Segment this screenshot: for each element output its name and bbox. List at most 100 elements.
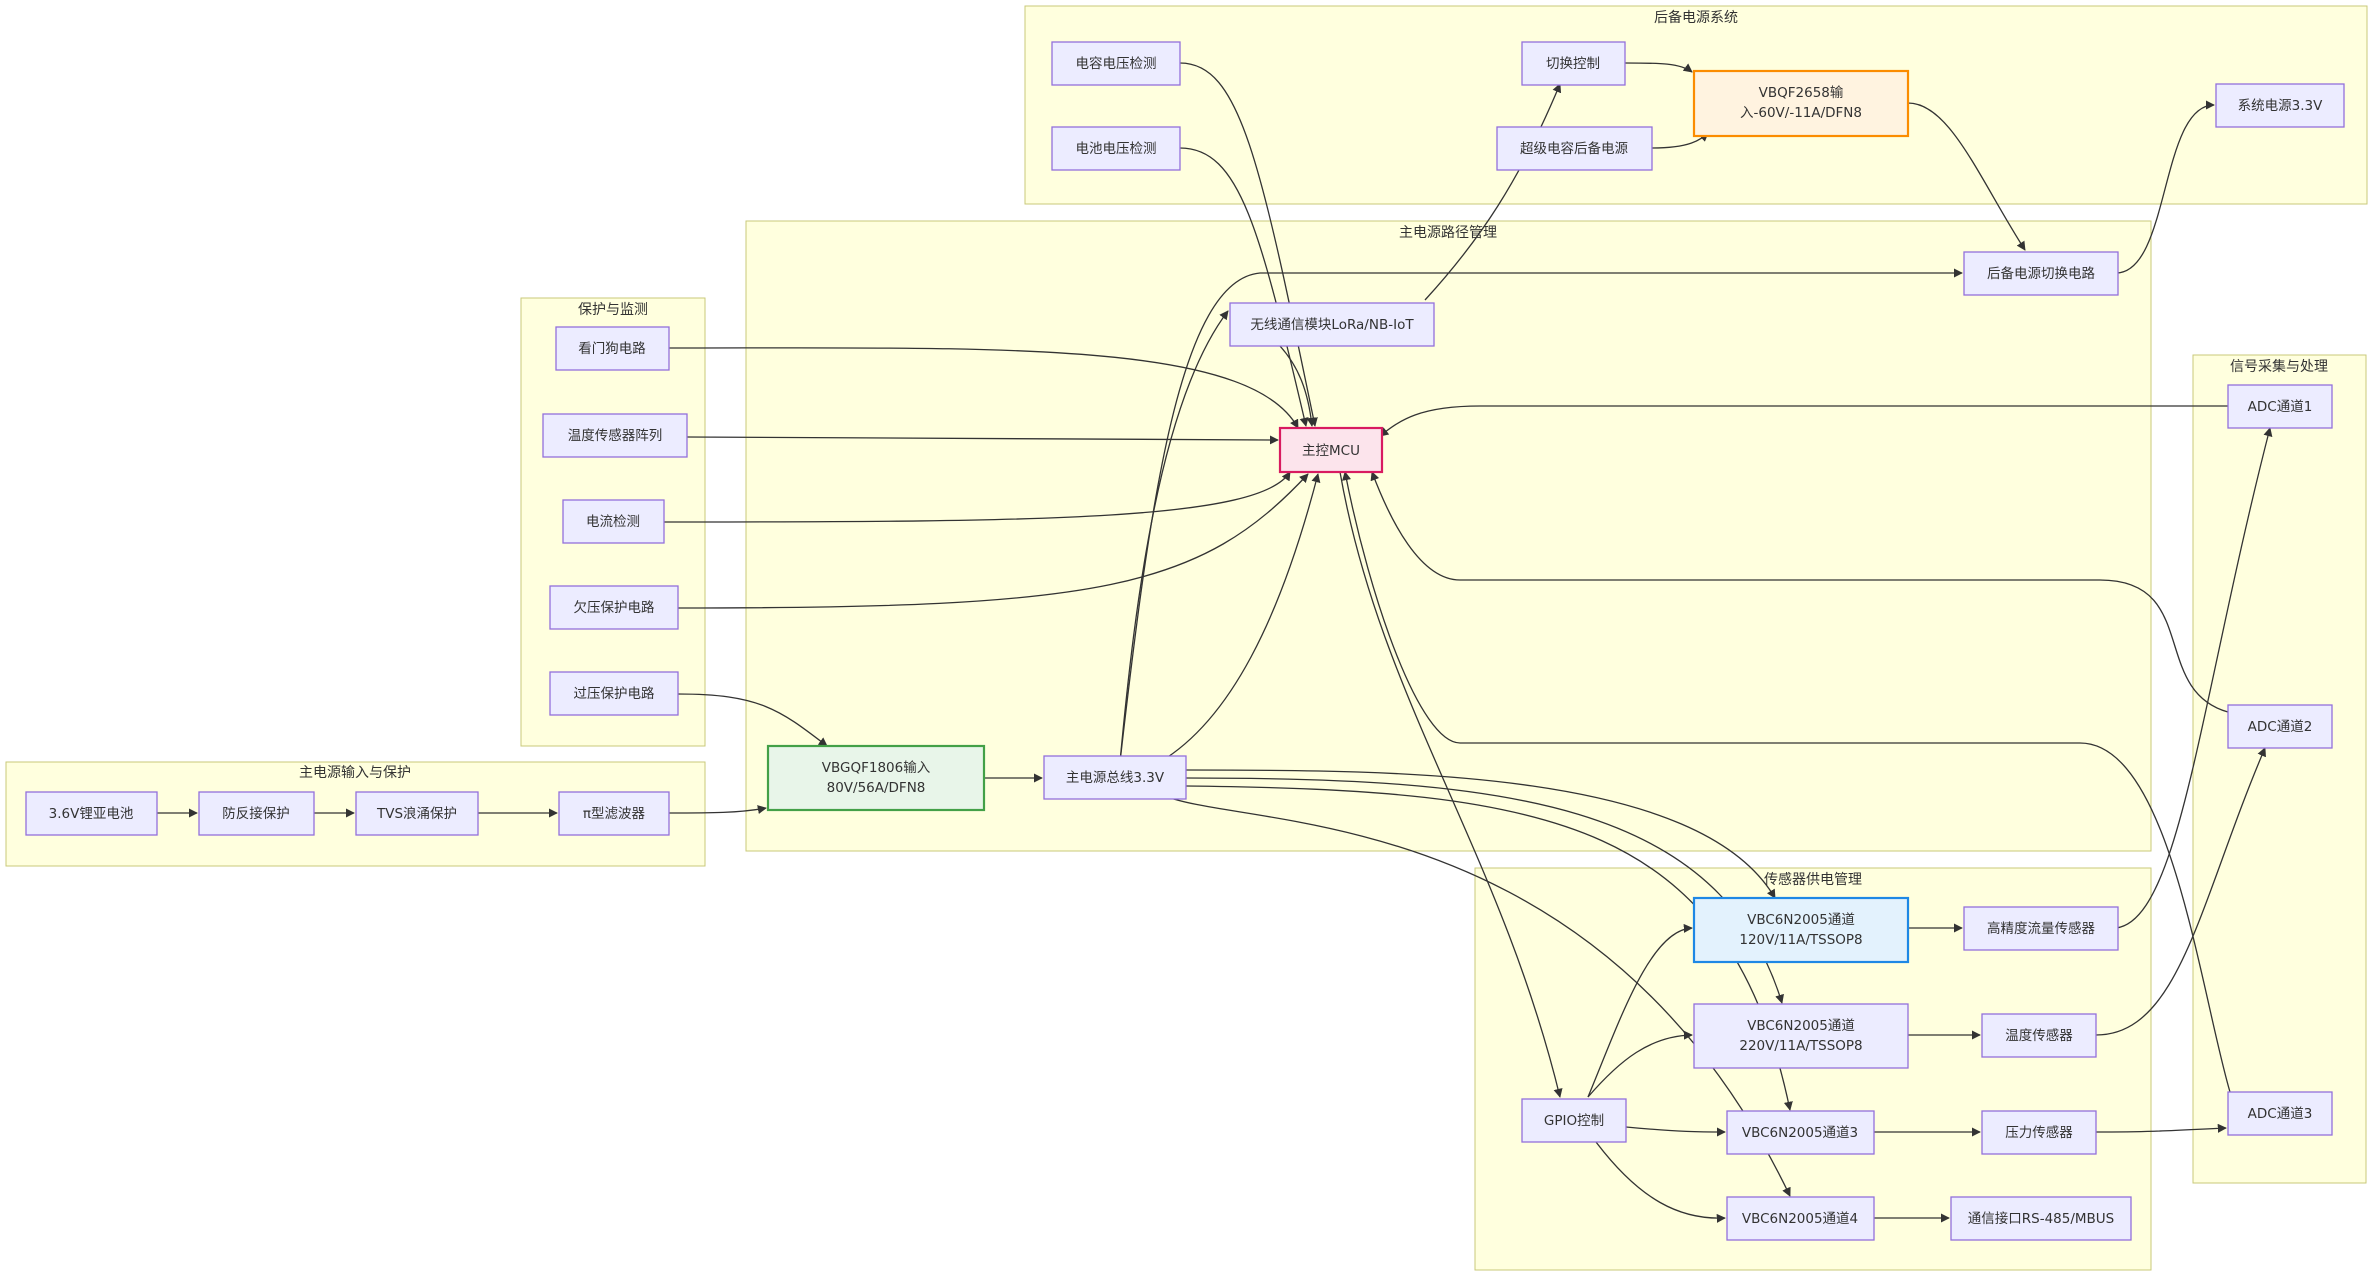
node-adc2[interactable]: ADC通道2 [2227, 704, 2333, 749]
node-pressure-sensor[interactable]: 压力传感器 [1981, 1110, 2097, 1155]
node-adc3[interactable]: ADC通道3 [2227, 1091, 2333, 1136]
edge-adc2-to-mcu [1370, 471, 2229, 713]
cluster-title-protection: 保护与监测 [578, 302, 648, 318]
node-cap-voltage-detect[interactable]: 电容电压检测 [1051, 41, 1181, 86]
node-label-line2: 220V/11A/TSSOP8 [1739, 1038, 1862, 1054]
edge-gpio-to-ch2 [1587, 1030, 1693, 1098]
node-supercap-backup[interactable]: 超级电容后备电源 [1496, 126, 1653, 171]
node-label: 超级电容后备电源 [1520, 140, 1628, 157]
node-pi-filter[interactable]: π型滤波器 [558, 791, 670, 836]
edge-mcu-to-switch-control [1424, 83, 1562, 301]
node-label: 系统电源3.3V [2238, 98, 2323, 114]
edge-gpio-to-ch4 [1595, 1141, 1726, 1223]
cluster-title-backup: 后备电源系统 [1654, 9, 1738, 26]
cluster-title-main-input: 主电源输入与保护 [299, 765, 411, 781]
edge-watchdog-to-mcu [668, 347, 1299, 429]
edge-main-bus-to-ch3 [1185, 785, 1793, 1111]
cluster-title-main-path: 主电源路径管理 [1399, 225, 1497, 241]
edge-flow-sensor-to-adc1 [2115, 427, 2273, 929]
edge-main-bus-to-ch1 [1185, 769, 1776, 899]
edge-temp-array-to-mcu [686, 435, 1279, 445]
node-label: 主控MCU [1302, 443, 1360, 459]
cluster-title-sensor-power: 传感器供电管理 [1764, 871, 1862, 888]
node-current-detect[interactable]: 电流检测 [562, 499, 665, 544]
edge-adc1-to-mcu [1379, 405, 2228, 437]
node-temp-sensor[interactable]: 温度传感器 [1981, 1013, 2097, 1058]
node-label-line2: 120V/11A/TSSOP8 [1739, 932, 1862, 948]
edge-switch-control-to-vbqf2658 [1624, 62, 1693, 73]
node-label: 压力传感器 [2005, 1124, 2073, 1141]
node-flow-sensor[interactable]: 高精度流量传感器 [1963, 906, 2119, 951]
node-label: 温度传感器 [2005, 1027, 2073, 1044]
node-label: 主电源总线3.3V [1066, 770, 1165, 786]
node-switch-control[interactable]: 切换控制 [1521, 41, 1626, 86]
node-ch4[interactable]: VBC6N2005通道4 [1726, 1196, 1875, 1241]
node-battery[interactable]: 3.6V锂亚电池 [25, 791, 158, 836]
edge-temp-sensor-to-adc2 [2095, 747, 2266, 1036]
node-label: GPIO控制 [1544, 1113, 1604, 1129]
node-label: 通信接口RS-485/MBUS [1968, 1210, 2115, 1227]
cluster-signal: 信号采集与处理 [2192, 354, 2367, 1184]
edge-gpio-to-ch1 [1587, 923, 1693, 1098]
node-label: ADC通道3 [2248, 1106, 2313, 1122]
node-label: ADC通道1 [2248, 399, 2313, 415]
node-label-line1: VBGQF1806输入 [822, 760, 931, 776]
node-label: 无线通信模块LoRa/NB-IoT [1250, 317, 1414, 333]
node-label: 电容电压检测 [1076, 55, 1157, 72]
edge-gpio-to-ch3 [1625, 1126, 1726, 1137]
node-mcu[interactable]: 主控MCU [1278, 426, 1384, 474]
node-label: 温度传感器阵列 [568, 427, 663, 444]
node-temp-array[interactable]: 温度传感器阵列 [542, 413, 688, 458]
edge-overvoltage-to-vbgqf1806 [677, 693, 828, 747]
edge-pi-filter-to-vbgqf1806 [668, 805, 767, 815]
node-overvoltage[interactable]: 过压保护电路 [549, 671, 679, 716]
node-undervoltage[interactable]: 欠压保护电路 [549, 585, 679, 630]
node-label: 看门狗电路 [578, 341, 646, 357]
node-adc1[interactable]: ADC通道1 [2227, 384, 2333, 429]
node-gpio[interactable]: GPIO控制 [1521, 1098, 1627, 1143]
node-label: VBC6N2005通道3 [1742, 1125, 1858, 1141]
node-label: 电池电压检测 [1076, 141, 1157, 157]
node-watchdog[interactable]: 看门狗电路 [555, 326, 670, 371]
node-backup-switch[interactable]: 后备电源切换电路 [1963, 251, 2119, 296]
node-vbqf2658[interactable]: VBQF2658输 入-60V/-11A/DFN8 [1692, 69, 1910, 138]
node-layer: 电容电压检测 电池电压检测 切换控制 超级电容后备电源 VBQF2658输 入-… [25, 41, 2345, 1241]
node-label-line2: 80V/56A/DFN8 [827, 780, 926, 796]
node-label: TVS浪涌保护 [376, 806, 457, 822]
node-comm-if[interactable]: 通信接口RS-485/MBUS [1950, 1196, 2132, 1241]
node-label: 防反接保护 [222, 805, 290, 822]
node-label: VBC6N2005通道4 [1742, 1211, 1858, 1227]
edge-adc3-to-mcu [1342, 471, 2231, 1093]
node-label: 切换控制 [1546, 56, 1600, 72]
edge-current-detect-to-mcu [663, 471, 1291, 523]
node-ch1[interactable]: VBC6N2005通道 120V/11A/TSSOP8 [1692, 896, 1910, 964]
node-label: 高精度流量传感器 [1987, 920, 2095, 937]
node-vbgqf1806[interactable]: VBGQF1806输入 80V/56A/DFN8 [766, 744, 986, 812]
edge-battery-voltage-detect-to-mcu [1179, 147, 1309, 427]
edge-vbqf2658-to-backup-switch [1907, 102, 2026, 251]
node-label-line2: 入-60V/-11A/DFN8 [1740, 105, 1862, 121]
node-tvs[interactable]: TVS浪涌保护 [355, 791, 479, 836]
node-wireless[interactable]: 无线通信模块LoRa/NB-IoT [1229, 302, 1435, 347]
node-label-line1: VBC6N2005通道 [1747, 1018, 1855, 1034]
node-sys-power[interactable]: 系统电源3.3V [2215, 83, 2345, 128]
edge-wireless-to-mcu [1279, 345, 1316, 427]
edge-mcu-to-gpio [1339, 471, 1563, 1098]
node-label: π型滤波器 [583, 806, 646, 822]
node-label-line1: VBQF2658输 [1759, 85, 1844, 101]
cluster-title-signal: 信号采集与处理 [2230, 358, 2328, 375]
node-label: ADC通道2 [2248, 719, 2313, 735]
node-battery-voltage-detect[interactable]: 电池电压检测 [1051, 126, 1181, 171]
node-ch2[interactable]: VBC6N2005通道 220V/11A/TSSOP8 [1693, 1003, 1909, 1069]
node-label: 后备电源切换电路 [1987, 265, 2095, 282]
node-main-bus[interactable]: 主电源总线3.3V [1043, 755, 1187, 800]
node-label: 欠压保护电路 [574, 600, 655, 616]
node-ch3[interactable]: VBC6N2005通道3 [1726, 1110, 1875, 1155]
edge-main-bus-to-mcu [1159, 473, 1321, 763]
node-reverse-protect[interactable]: 防反接保护 [198, 791, 315, 836]
node-label: 电流检测 [586, 514, 640, 530]
node-label: 过压保护电路 [574, 686, 655, 702]
edge-backup-switch-to-sys-power [2115, 100, 2215, 274]
